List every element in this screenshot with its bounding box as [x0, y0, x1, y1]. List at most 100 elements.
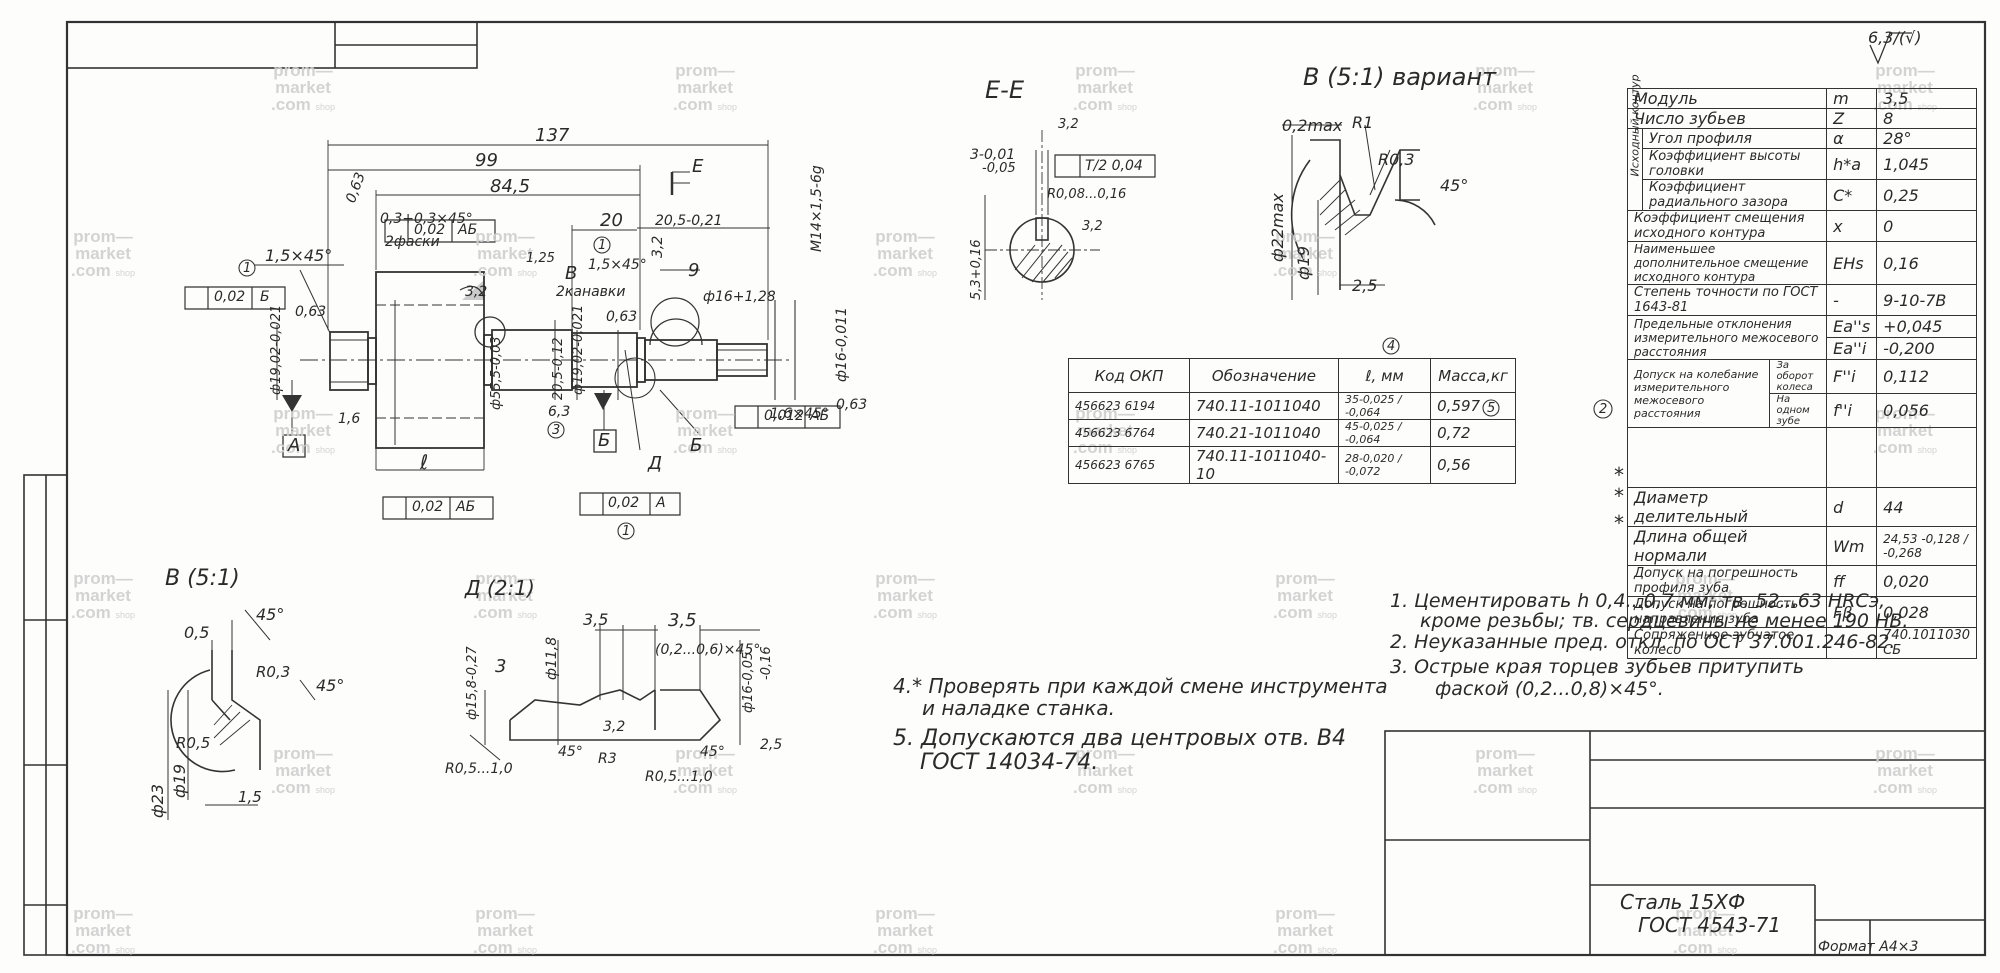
- material-standard: ГОСТ 4543-71: [1638, 913, 1781, 937]
- datum-B-2: Б: [690, 435, 703, 456]
- view-b-graphic: [167, 609, 316, 820]
- watermark: prom—market.com shop: [71, 904, 135, 957]
- param-name: Коэффициент радиального зазора: [1641, 179, 1828, 211]
- star-mark: *: [1614, 463, 1624, 487]
- d-rough-3-2: 3,2: [603, 719, 626, 735]
- watermark: prom—market.com shop: [673, 61, 737, 114]
- watermark: prom—market.com shop: [1873, 744, 1937, 797]
- table-cell: 456623 6765: [1068, 446, 1190, 484]
- param-value: 740.1011030 СБ: [1876, 627, 1977, 659]
- watermark: prom—market.com shop: [1473, 744, 1537, 797]
- dim-m14: М14×1,5-6g: [809, 165, 825, 252]
- dim-d19-02b: ф19,02-0,021: [571, 304, 586, 395]
- dim-d55-5: ф55,5-0,03: [489, 336, 504, 410]
- chamfer-0-3: 0,3+0,3×45°: [380, 211, 473, 227]
- param-value: 44: [1876, 487, 1977, 527]
- param-symbol: Ea''i: [1826, 337, 1878, 360]
- table-cell: 740.11-1011040-10: [1189, 446, 1339, 484]
- dim-d16: ф16-0,011: [834, 307, 850, 382]
- watermark: prom—market.com shop: [1073, 744, 1137, 797]
- param-symbol: C*: [1826, 179, 1878, 211]
- ee-symmetry: T/2 0,04: [1085, 158, 1143, 174]
- table-row: 456623 6765 740.11-1011040-10 28-0,020 /…: [1068, 446, 1516, 484]
- d-dim-2-5: 2,5: [760, 737, 783, 753]
- var-r0-3: R0,3: [1378, 150, 1415, 169]
- tol-frame-value: 0,02: [412, 499, 444, 515]
- star-mark: *: [1614, 511, 1624, 535]
- roughness-16: 1,6: [338, 411, 361, 427]
- tech-note-1-line1: 1. Цементировать h 0,4...0,7 мм; тв. 52.…: [1390, 590, 1886, 612]
- d-r0-5b: R0,5...1,0: [645, 769, 713, 785]
- view-mark-D: Д: [648, 453, 663, 474]
- table-cell: 456623 6194: [1068, 392, 1190, 420]
- dim-ell: ℓ: [420, 450, 429, 474]
- table-cell: 0,597: [1430, 392, 1516, 420]
- d-chamfer: (0,2...0,6)×45°: [655, 642, 761, 658]
- param-name: Допуск на погрешность профиля зуба: [1626, 565, 1828, 597]
- d-d16-lower: -0,16: [759, 646, 774, 680]
- param-name: Коэффициент смещения исходного контура: [1626, 210, 1828, 242]
- table-row: Наименьшее дополнительное смещение исход…: [1626, 241, 1977, 285]
- d-r3: R3: [598, 751, 617, 767]
- mark-4: 4: [1387, 339, 1396, 354]
- roughness-32b: 3,2: [650, 235, 666, 258]
- table-row: Ea''i-0,200: [1628, 337, 1977, 360]
- param-name: Предельные отклонения измерительного меж…: [1626, 315, 1828, 360]
- note-5-line2: ГОСТ 14034-74.: [920, 750, 1099, 775]
- variant-view-title: В (5:1) вариант: [1303, 63, 1497, 91]
- param-symbol: Wm: [1826, 526, 1878, 566]
- var-angle: 45°: [1440, 176, 1469, 195]
- ee-dim-3: 3-0,01: [970, 147, 1016, 163]
- dim-99: 99: [475, 150, 498, 171]
- param-value: 28°: [1876, 128, 1977, 149]
- var-r1: R1: [1352, 113, 1374, 132]
- d-d11-8: ф11,8: [544, 636, 560, 680]
- var-dim-0-2: 0,2max: [1282, 116, 1343, 135]
- tech-note-3-line1: 3. Острые края торцев зубьев притупить: [1390, 656, 1805, 678]
- param-value: 0,25: [1876, 179, 1977, 211]
- d-r0-5: R0,5...1,0: [445, 761, 513, 777]
- hatching: [462, 280, 484, 300]
- param-value: 3,5: [1876, 88, 1977, 109]
- circle-3: 3: [552, 423, 561, 438]
- param-name: Модуль: [1626, 88, 1828, 109]
- tol-frame-value: 0,02: [608, 495, 640, 511]
- dim-d19-02: ф19,02-0,021: [269, 304, 284, 395]
- sheet-format: Формат А4×3: [1818, 939, 1919, 955]
- tol-frame-datum: АБ: [810, 408, 830, 424]
- tol-frame-datum: АБ: [458, 222, 478, 238]
- roughness-063b: 0,63: [295, 304, 327, 320]
- d-d15-8: ф15,8-0,27: [465, 646, 480, 720]
- table-header: Код ОКП: [1068, 358, 1190, 393]
- watermark: prom—market.com shop: [271, 61, 335, 114]
- param-symbol: m: [1826, 88, 1878, 109]
- view-mark-V: В: [565, 263, 578, 284]
- b-dim-1-5: 1,5: [238, 788, 262, 806]
- ee-rough: 3,2: [1058, 117, 1079, 132]
- table-cell: 45-0,025 / -0,064: [1337, 419, 1432, 447]
- ee-dim-3-lower: -0,05: [982, 161, 1016, 176]
- d-angle-45: 45°: [558, 744, 583, 760]
- note-4-line1: 4.* Проверять при каждой смене инструмен…: [893, 674, 1388, 698]
- note-5-line1: 5. Допускаются два центровых отв. В4: [893, 726, 1347, 751]
- param-subname: За оборот колеса: [1769, 359, 1828, 394]
- tech-note-2: 2. Неуказанные пред. откл. по ОСТ 37.001…: [1390, 631, 1896, 653]
- param-symbol: Z: [1826, 108, 1878, 129]
- watermark: prom—market.com shop: [673, 404, 737, 457]
- section-ee-hatch: [1014, 242, 1073, 283]
- variant-hatch: [1319, 179, 1371, 236]
- view-b-hatch: [213, 704, 251, 746]
- chamfer-1-6: 1,6×45°: [770, 406, 829, 422]
- roughness-063c: 0,63: [606, 309, 638, 325]
- watermark: prom—market.com shop: [1273, 227, 1337, 280]
- param-symbol: F''i: [1826, 359, 1878, 394]
- param-name: Число зубьев: [1626, 108, 1828, 129]
- param-symbol: Ea''s: [1826, 315, 1878, 338]
- table-cell: 740.11-1011040: [1189, 392, 1339, 420]
